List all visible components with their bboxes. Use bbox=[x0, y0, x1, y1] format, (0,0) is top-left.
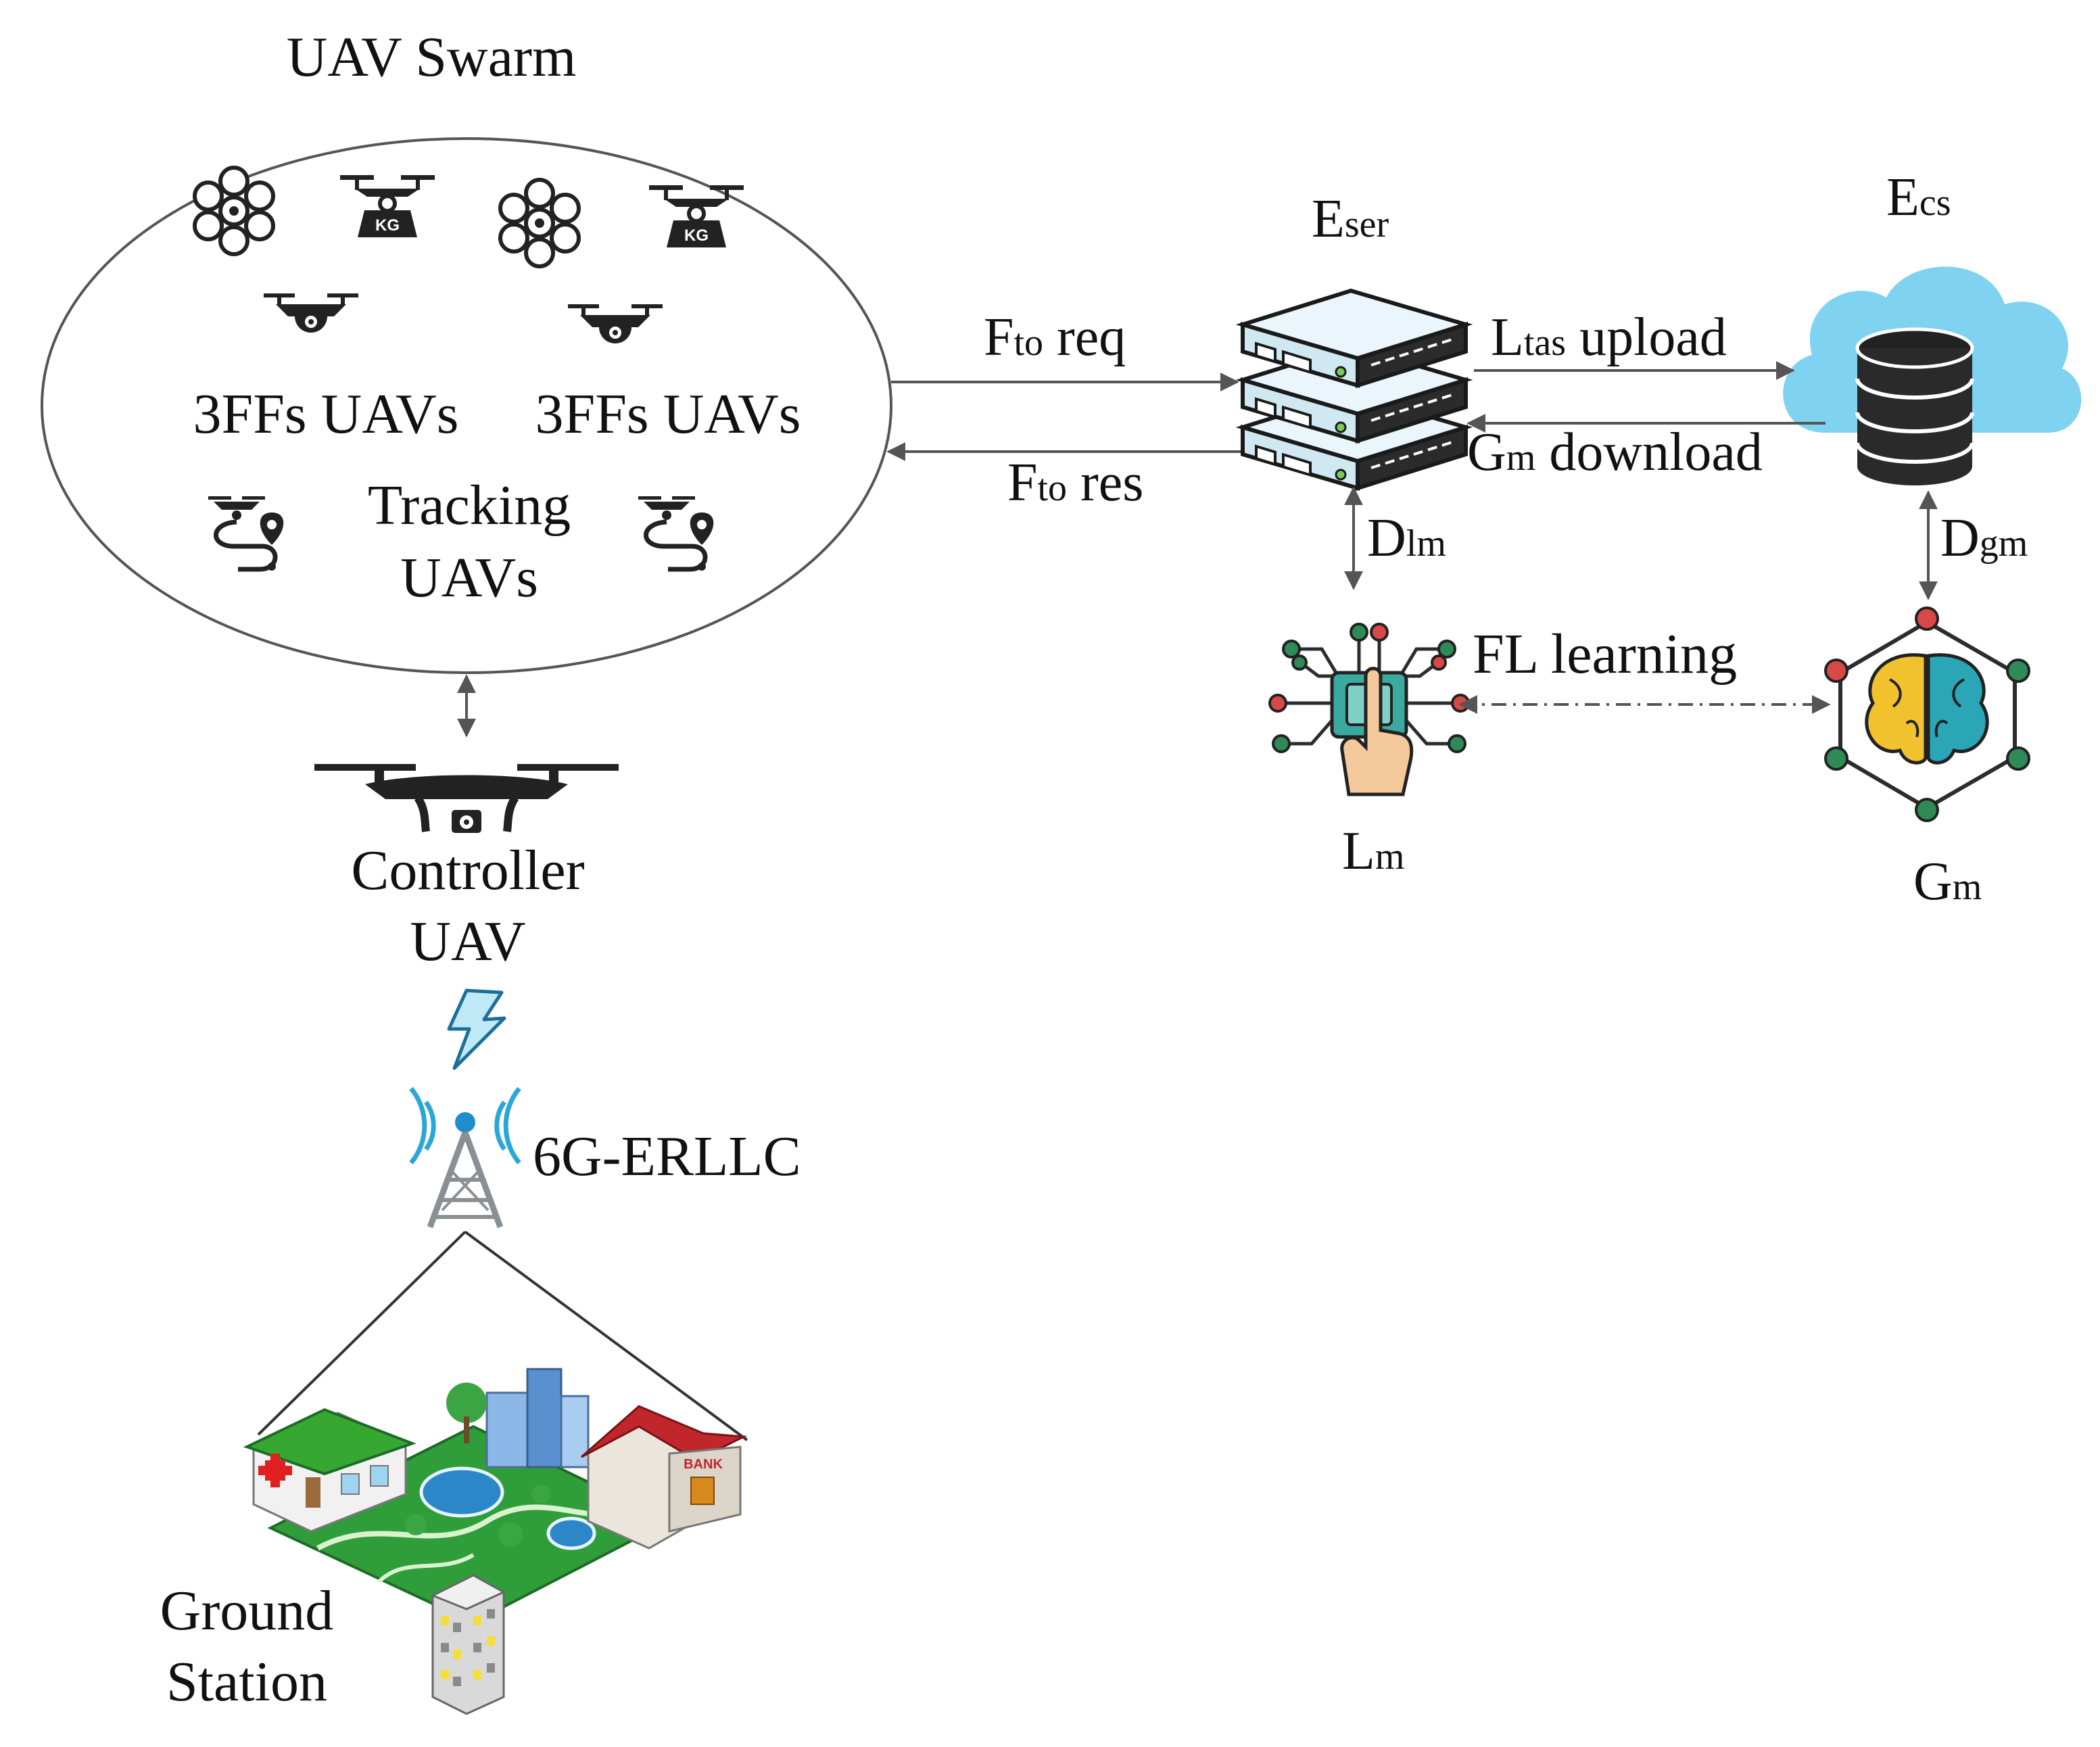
local-model-label: Lm bbox=[1342, 821, 1404, 881]
global-model-label: Gm bbox=[1913, 852, 1982, 911]
coverage-line-right bbox=[464, 1230, 748, 1441]
label-3ffs-uavs-left: 3FFs UAVs bbox=[193, 383, 459, 446]
cargo-drone-icon bbox=[340, 175, 435, 237]
fl-learning-label: FL learning bbox=[1473, 623, 1737, 686]
ground-label-line2: Station bbox=[166, 1650, 327, 1713]
label-3ffs-uavs-right: 3FFs UAVs bbox=[535, 383, 801, 446]
camera-drone-icon bbox=[264, 293, 358, 333]
label-tracking-line1: Tracking bbox=[368, 474, 571, 537]
cloud-server-label: Ecs bbox=[1886, 168, 1951, 227]
bank-sign: BANK bbox=[684, 1457, 723, 1472]
label-tracking-line2: UAVs bbox=[400, 546, 538, 609]
tracking-drone-icon bbox=[638, 496, 713, 571]
ground-label-line1: Ground bbox=[160, 1579, 334, 1642]
hexacopter-icon bbox=[195, 168, 273, 254]
network-label: 6G-ERLLC bbox=[533, 1125, 801, 1188]
swarm-title: UAV Swarm bbox=[287, 26, 577, 89]
fto-req-label: Fto req bbox=[984, 308, 1126, 367]
dlm-label: Dlm bbox=[1367, 508, 1446, 568]
fto-res-label: Fto res bbox=[1007, 453, 1143, 512]
edge-server-label: Eser bbox=[1312, 189, 1389, 249]
gm-download-label: Gm download bbox=[1467, 423, 1763, 482]
brain-network-icon bbox=[1824, 606, 2030, 822]
controller-label-line2: UAV bbox=[410, 910, 525, 973]
lightning-icon bbox=[447, 988, 506, 1070]
camera-drone-icon bbox=[568, 304, 663, 343]
ltas-upload-label: Ltas upload bbox=[1491, 308, 1727, 367]
server-icon bbox=[1243, 291, 1466, 488]
dgm-label: Dgm bbox=[1940, 508, 2028, 568]
uav-swarm-ellipse bbox=[41, 137, 892, 674]
city-icon: BANK bbox=[243, 1368, 748, 1715]
antenna-tower-icon bbox=[409, 1086, 521, 1228]
controller-label-line1: Controller bbox=[351, 839, 584, 902]
hexacopter-icon bbox=[500, 180, 579, 266]
coverage-line-left bbox=[257, 1230, 467, 1436]
ai-chip-icon bbox=[1268, 623, 1470, 796]
controller-drone-icon bbox=[314, 764, 619, 833]
cloud-database-icon bbox=[1783, 266, 2082, 485]
tracking-drone-icon bbox=[208, 496, 283, 571]
